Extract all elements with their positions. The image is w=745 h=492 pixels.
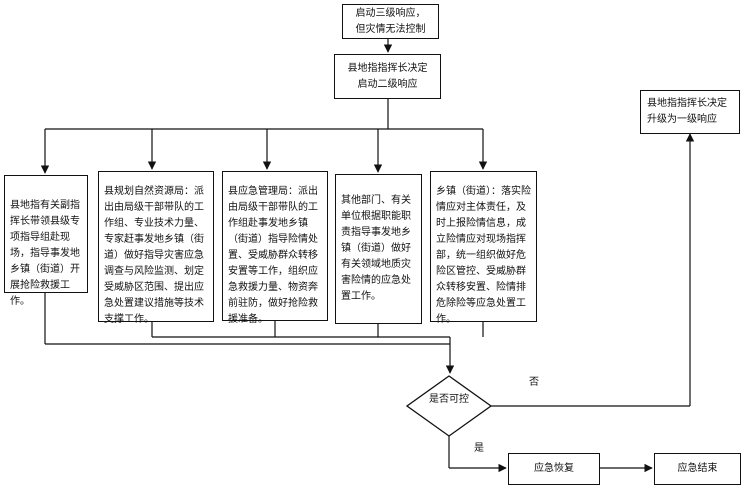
node-dept-township: 乡镇（街道）：落实险情应对主体责任，及时上报险情信息，成立险情应对现场指挥部，统… — [430, 171, 537, 325]
edge-label-no: 否 — [529, 377, 539, 388]
node-decision: 是否可控 — [429, 394, 469, 405]
node-dept-emergency-management: 县应急管理局：派出由局级干部带队的工作组赴事发地乡镇（街道）指导险情处置、受威胁… — [222, 171, 328, 325]
node-dept-other-units: 其他部门、有关单位根据职能职责指导事发地乡镇（街道）做好有关领域地质灾害险情的应… — [335, 174, 422, 324]
node-emergency-end: 应急结束 — [654, 453, 741, 485]
decision-diamond-shape — [405, 375, 493, 437]
node-upgrade-level1: 县地指指挥长决定升级为一级响应 — [640, 90, 740, 134]
node-start: 启动三级响应，但灾情无法控制 — [342, 4, 439, 39]
node-upgrade-level2: 县地指指挥长决定启动二级响应 — [334, 54, 441, 99]
node-dept-planning-resources: 县规划自然资源局：派出由局级干部带队的工作组、专业技术力量、专家赶事发地乡镇（街… — [98, 171, 214, 325]
edge-label-yes: 是 — [474, 443, 484, 454]
node-emergency-recovery: 应急恢复 — [508, 453, 600, 485]
node-dept-vice-commander: 县地指有关副指挥长带领县级专项指导组赴现场，指导事发地乡镇（街道）开展抢险救援工… — [4, 175, 88, 307]
